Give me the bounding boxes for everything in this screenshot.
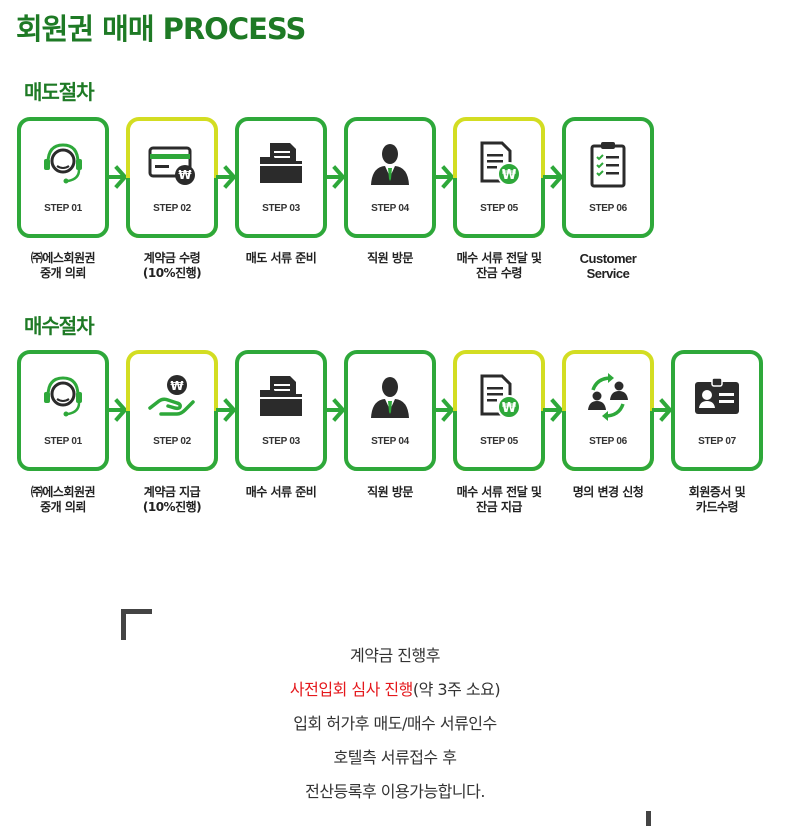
- svg-text:₩: ₩: [170, 379, 184, 393]
- step-label: STEP 02: [153, 203, 191, 214]
- arrow-right-icon: [652, 397, 674, 423]
- svg-text:₩: ₩: [502, 168, 517, 183]
- corner-bracket-mark: [121, 609, 152, 640]
- document-won-icon: ₩: [474, 372, 524, 422]
- buy-section-title: 매수절차: [24, 314, 95, 338]
- document-folder-icon: [256, 372, 306, 422]
- step-label: STEP 01: [44, 436, 82, 447]
- svg-text:₩: ₩: [178, 168, 192, 182]
- buy-step-6: STEP 06: [562, 350, 654, 471]
- card-won-icon: ₩: [147, 139, 197, 189]
- notice-line-5: 전산등록후 이용가능합니다.: [305, 782, 485, 801]
- step-box: [562, 117, 654, 238]
- notice-line-1: 계약금 진행후: [350, 646, 440, 665]
- sell-step-2: ₩ STEP 02: [126, 117, 218, 238]
- step-label: STEP 02: [153, 436, 191, 447]
- step-label: STEP 04: [371, 436, 409, 447]
- sell-step-4: STEP 04: [344, 117, 436, 238]
- staff-person-icon: [365, 372, 415, 422]
- hand-won-icon: ₩: [147, 372, 197, 422]
- step-label: STEP 06: [589, 203, 627, 214]
- sell-caption-2: 계약금 수령(10%진행): [142, 251, 202, 280]
- step-label: STEP 05: [480, 436, 518, 447]
- buy-step-1: STEP 01: [17, 350, 109, 471]
- document-folder-icon: [256, 139, 306, 189]
- notice-line-4: 호텔측 서류접수 후: [333, 748, 457, 767]
- notice-highlight: 사전입회 심사 진행: [289, 680, 413, 699]
- arrow-right-icon: [325, 164, 347, 190]
- svg-text:₩: ₩: [502, 401, 517, 416]
- step-label: STEP 05: [480, 203, 518, 214]
- page-title: 회원권 매매 PROCESS: [16, 12, 306, 46]
- buy-caption-2: 계약금 지급(10%진행): [142, 485, 202, 514]
- arrow-right-icon: [216, 397, 238, 423]
- step-label: STEP 07: [698, 436, 736, 447]
- sell-caption-4: 직원 방문: [367, 251, 413, 265]
- arrow-right-icon: [216, 164, 238, 190]
- notice-line-2: 사전입회 심사 진행(약 3주 소요): [289, 680, 501, 699]
- buy-step-5: ₩ STEP 05: [453, 350, 545, 471]
- buy-step-7: STEP 07: [671, 350, 763, 471]
- buy-caption-3: 매수 서류 준비: [245, 485, 317, 499]
- document-won-icon: ₩: [474, 139, 524, 189]
- sell-caption-3: 매도 서류 준비: [245, 251, 317, 265]
- arrow-right-icon: [434, 164, 456, 190]
- arrow-right-icon: [107, 164, 129, 190]
- notice-line-3: 입회 허가후 매도/매수 서류인수: [293, 714, 497, 733]
- arrow-right-icon: [107, 397, 129, 423]
- arrow-right-icon: [325, 397, 347, 423]
- staff-person-icon: [365, 139, 415, 189]
- exchange-people-icon: [583, 372, 633, 422]
- sell-section-title: 매도절차: [24, 80, 95, 104]
- step-label: STEP 06: [589, 436, 627, 447]
- corner-bracket-mark-end: [646, 811, 651, 826]
- buy-step-2: ₩ STEP 02: [126, 350, 218, 471]
- headset-operator-icon: [38, 139, 88, 189]
- step-label: STEP 03: [262, 203, 300, 214]
- step-label: STEP 03: [262, 436, 300, 447]
- buy-caption-4: 직원 방문: [367, 485, 413, 499]
- step-box: [671, 350, 763, 471]
- buy-caption-6: 명의 변경 신청: [572, 485, 644, 499]
- id-card-icon: [692, 372, 742, 422]
- sell-step-6: STEP 06: [562, 117, 654, 238]
- buy-step-4: STEP 04: [344, 350, 436, 471]
- checklist-icon: [583, 139, 633, 189]
- sell-step-3: STEP 03: [235, 117, 327, 238]
- notice-text: 계약금 진행후 사전입회 심사 진행(약 3주 소요) 입회 허가후 매도/매수…: [195, 639, 595, 809]
- arrow-right-icon: [543, 397, 565, 423]
- buy-step-3: STEP 03: [235, 350, 327, 471]
- sell-step-5: ₩ STEP 05: [453, 117, 545, 238]
- arrow-right-icon: [543, 164, 565, 190]
- headset-operator-icon: [38, 372, 88, 422]
- step-label: STEP 04: [371, 203, 409, 214]
- sell-step-1: STEP 01: [17, 117, 109, 238]
- arrow-right-icon: [434, 397, 456, 423]
- step-label: STEP 01: [44, 203, 82, 214]
